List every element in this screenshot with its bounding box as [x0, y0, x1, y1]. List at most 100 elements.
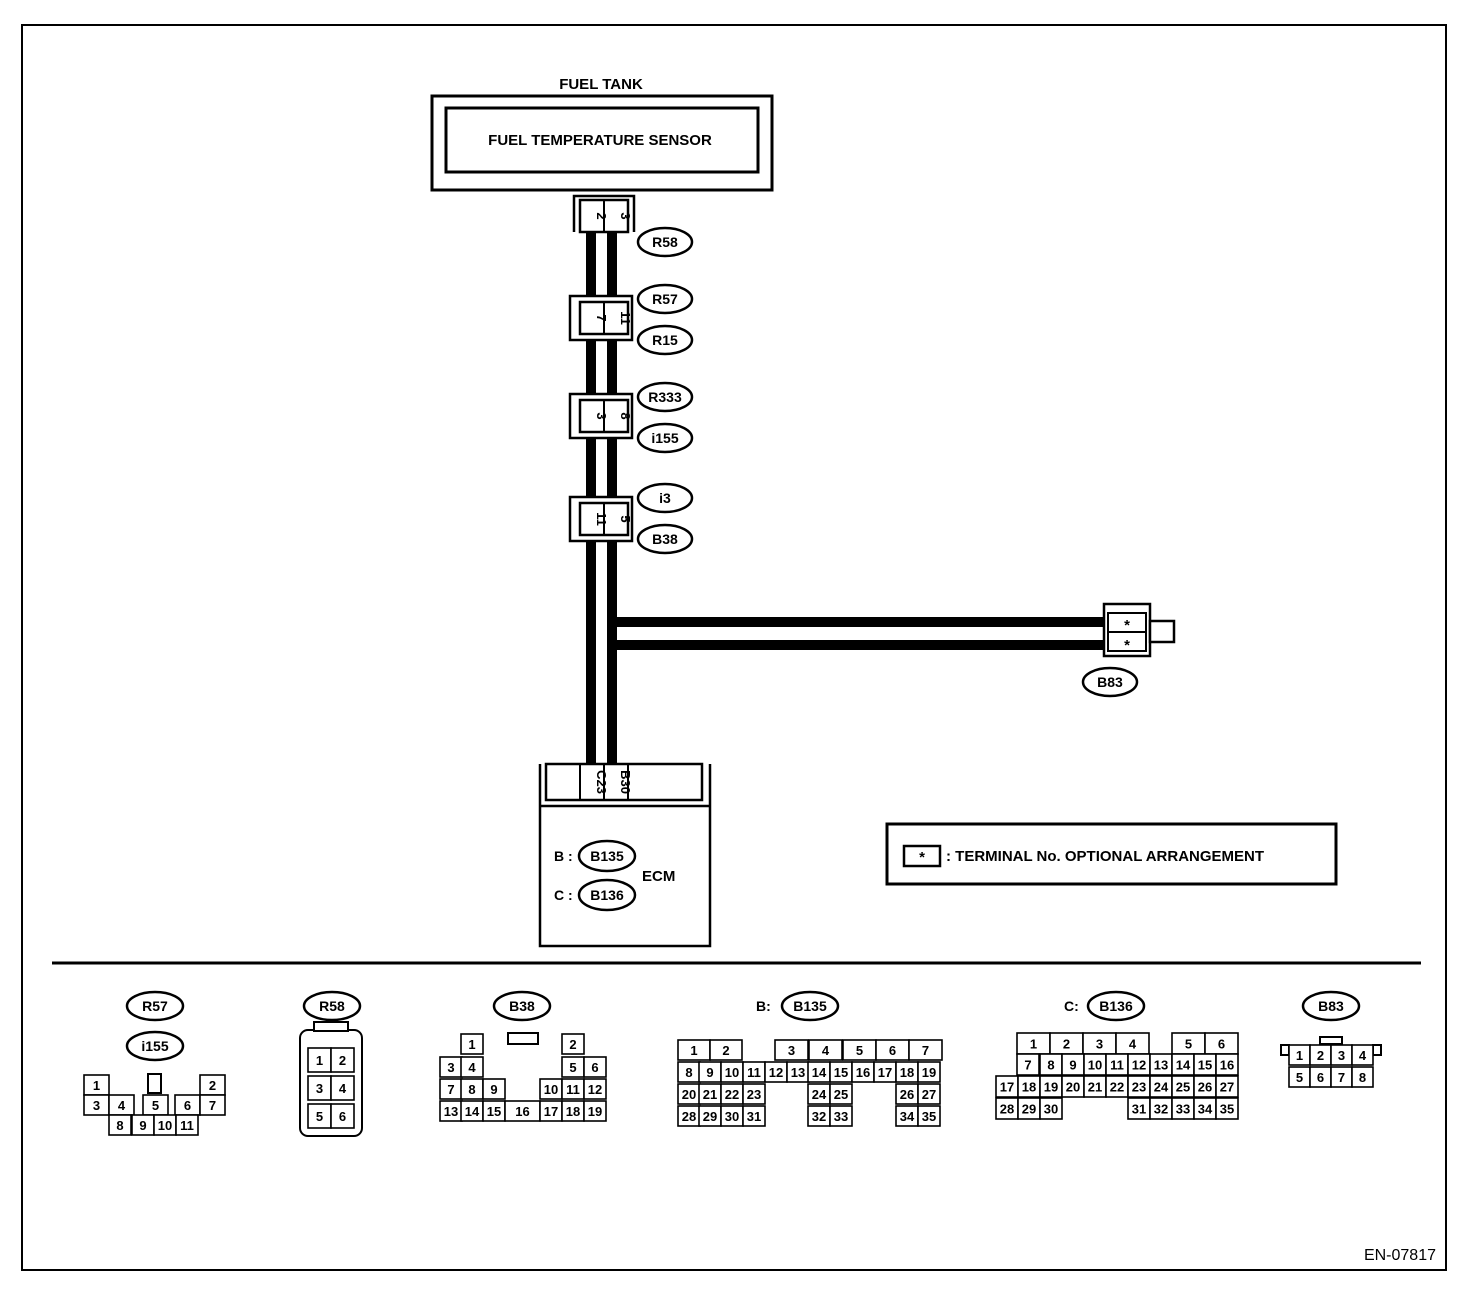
b83-pin-5: 5 [1296, 1070, 1303, 1085]
b136-pin-30: 30 [1044, 1102, 1058, 1117]
b38-pin-1: 1 [468, 1037, 475, 1052]
fuel-temperature-sensor-label: FUEL TEMPERATURE SENSOR [488, 132, 712, 149]
b83-pin-6: 6 [1317, 1070, 1324, 1085]
b38-pin-4: 4 [468, 1060, 476, 1075]
b136-pin-15: 15 [1198, 1058, 1212, 1073]
b38-pin-10: 10 [544, 1082, 558, 1097]
b38-pin-cell [460, 1033, 484, 1055]
r333-pin-8: 8 [618, 412, 633, 419]
b38-pin-8: 8 [468, 1082, 475, 1097]
b136-pin-cell [1215, 1053, 1239, 1076]
b135-pin-14: 14 [812, 1065, 827, 1080]
b135-pin-13: 13 [791, 1065, 805, 1080]
r57-pin-7: 7 [209, 1098, 216, 1113]
b136-pin-3: 3 [1096, 1037, 1103, 1052]
b135-pin-5: 5 [856, 1043, 863, 1058]
b136-pin-7: 7 [1024, 1058, 1031, 1073]
b136-pin-5: 5 [1185, 1037, 1192, 1052]
b136-pin-29: 29 [1022, 1102, 1036, 1117]
b135-pin-cell [742, 1083, 766, 1105]
view-prefix-c: C: [1064, 998, 1079, 1014]
r57-pin-4: 4 [118, 1098, 126, 1113]
diagram-frame [21, 24, 1447, 1271]
b136-pin-10: 10 [1088, 1058, 1102, 1073]
b38-pin-19: 19 [588, 1104, 602, 1119]
b135-pin-17: 17 [878, 1065, 892, 1080]
b135-pin-11: 11 [747, 1065, 761, 1080]
r58-pin-2: 2 [594, 212, 609, 219]
diagram-code: EN-07817 [1364, 1247, 1436, 1264]
ecm-c-prefix: C : [554, 887, 573, 903]
b136-pin-17: 17 [1000, 1080, 1014, 1095]
b135-pin-7: 7 [922, 1043, 929, 1058]
r58-pin-3: 3 [316, 1081, 323, 1096]
r58-pin-4: 4 [339, 1081, 347, 1096]
b135-pin-cell [709, 1039, 743, 1061]
b135-pin-31: 31 [747, 1109, 761, 1124]
b38-pin-15: 15 [487, 1104, 501, 1119]
r57-pin-9: 9 [139, 1118, 146, 1133]
fuel-tank-box [430, 94, 774, 192]
b38-pin-16: 16 [515, 1104, 529, 1119]
b136-pin-23: 23 [1132, 1080, 1146, 1095]
b135-pin-cell [917, 1083, 941, 1105]
b38-pin-2: 2 [569, 1037, 576, 1052]
r58-pin-cell [330, 1047, 355, 1073]
b83-pin-7: 7 [1338, 1070, 1345, 1085]
b136-pin-1: 1 [1030, 1037, 1037, 1052]
r57-pin-1: 1 [93, 1078, 100, 1093]
b135-pin-cell [829, 1083, 853, 1105]
b38-pin-18: 18 [566, 1104, 580, 1119]
b135-pin-29: 29 [703, 1109, 717, 1124]
fuel-temperature-sensor-box [444, 106, 760, 174]
b136-pin-26: 26 [1198, 1080, 1212, 1095]
ecm-label: ECM [642, 868, 675, 885]
b136-pin-31: 31 [1132, 1102, 1146, 1117]
view-tag-r58: R58 [319, 998, 345, 1014]
b83-pin-cell [1351, 1066, 1374, 1088]
b135-pin-cell [917, 1105, 941, 1127]
r58-pin-3: 3 [618, 212, 633, 219]
tag-b38: B38 [652, 531, 678, 547]
r57-pin-3: 3 [93, 1098, 100, 1113]
b135-pin-18: 18 [900, 1065, 914, 1080]
b135-pin-23: 23 [747, 1087, 761, 1102]
b135-pin-12: 12 [769, 1065, 783, 1080]
tag-r333: R333 [648, 389, 682, 405]
b38-pin-cell [482, 1078, 506, 1100]
b38-pin-5: 5 [569, 1060, 576, 1075]
ecm-box: C23 B30 B : B135 C : B136 ECM [538, 762, 712, 948]
r58-pin-cell [330, 1075, 355, 1101]
view-tag-b136: B136 [1099, 998, 1133, 1014]
b38-pin-6: 6 [591, 1060, 598, 1075]
b135-pin-1: 1 [690, 1043, 697, 1058]
connector-view-tags: R57 i155 R58 B38 B: B135 C: B136 B83 [125, 990, 1361, 1062]
r57-pin-8: 8 [116, 1118, 123, 1133]
b136-pin-11: 11 [1110, 1058, 1124, 1073]
r57-pin-6: 6 [184, 1098, 191, 1113]
b135-pin-15: 15 [834, 1065, 848, 1080]
connector-r58: 2 3 [572, 194, 636, 234]
b135-pin-20: 20 [682, 1087, 696, 1102]
b136-pin-32: 32 [1154, 1102, 1168, 1117]
b136-pin-24: 24 [1154, 1080, 1169, 1095]
b83-pin-2: 2 [1317, 1048, 1324, 1063]
b136-pin-9: 9 [1069, 1058, 1076, 1073]
b38-pin-7: 7 [447, 1082, 454, 1097]
b136-pin-cell [1016, 1053, 1040, 1076]
b136-pin-13: 13 [1154, 1058, 1168, 1073]
b135-pin-2: 2 [722, 1043, 729, 1058]
r58-pin-1: 1 [316, 1053, 323, 1068]
b135-pin-cell [917, 1061, 941, 1083]
b83-pin-3: 3 [1338, 1048, 1345, 1063]
b136-pin-12: 12 [1132, 1058, 1146, 1073]
view-tag-b38: B38 [509, 998, 535, 1014]
b135-pin-24: 24 [812, 1087, 827, 1102]
b38-pin-3: 3 [447, 1060, 454, 1075]
tag-r57: R57 [652, 291, 678, 307]
b135-pin-16: 16 [856, 1065, 870, 1080]
b38-pin-14: 14 [465, 1104, 480, 1119]
b136-pin-cell [1039, 1097, 1063, 1120]
b135-pin-35: 35 [922, 1109, 936, 1124]
